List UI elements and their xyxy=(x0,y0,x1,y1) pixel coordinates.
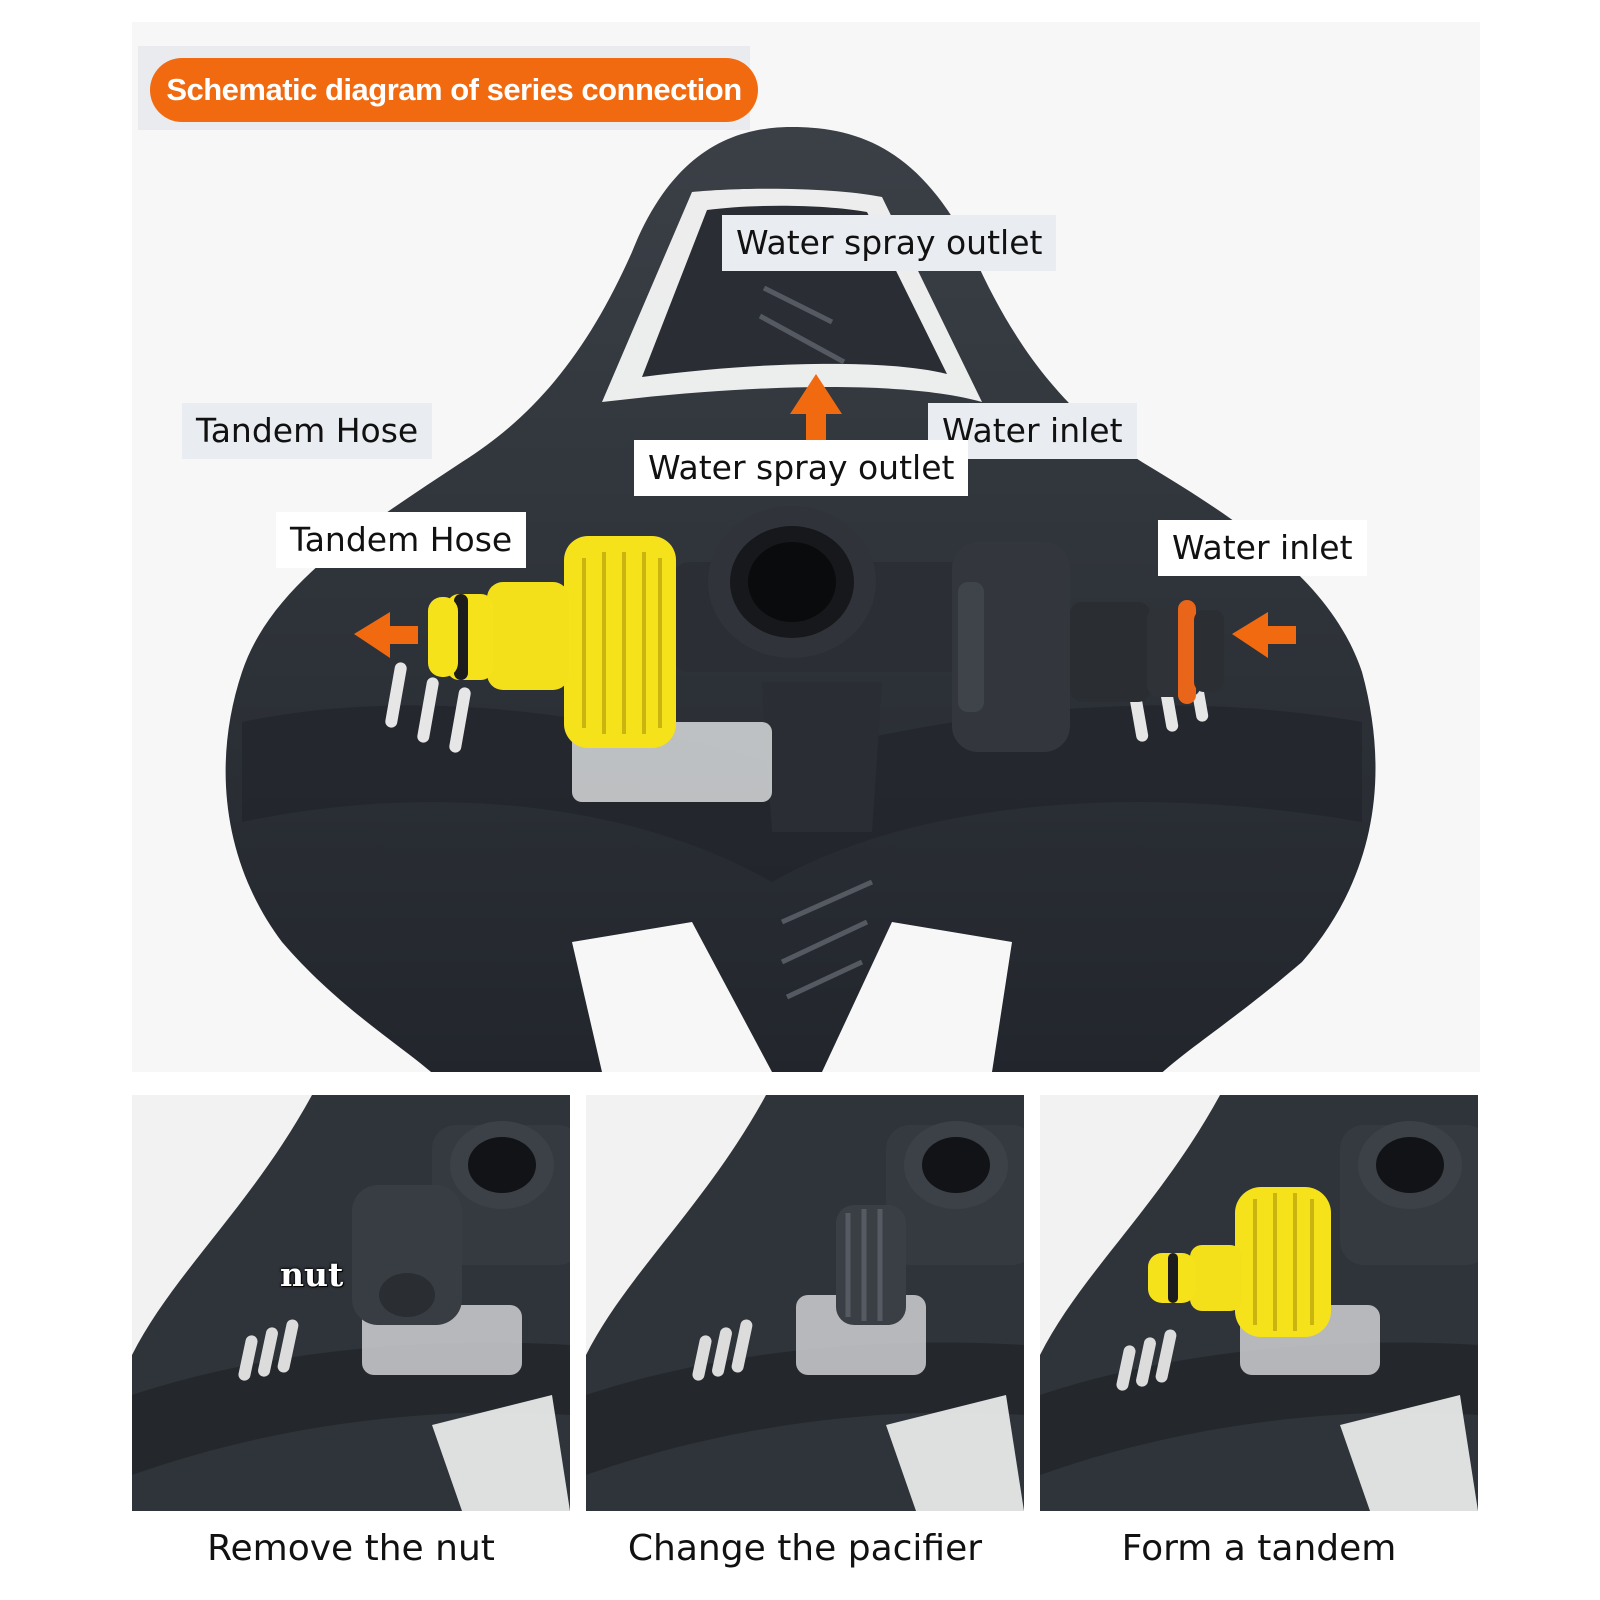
arrow-left-icon xyxy=(354,612,418,658)
arrow-left-icon xyxy=(1232,612,1296,658)
yellow-nut xyxy=(564,536,676,748)
label-water-spray-outlet-top: Water spray outlet xyxy=(722,215,1057,271)
label-water-inlet-lower: Water inlet xyxy=(1158,520,1367,576)
caption-step-1: Remove the nut xyxy=(207,1528,495,1569)
yellow-connector xyxy=(487,582,569,690)
sprinkler-base-illustration xyxy=(225,127,1376,1072)
step-panel-change-pacifier xyxy=(586,1095,1024,1511)
nut-callout: nut xyxy=(280,1255,344,1294)
label-tandem-hose-upper: Tandem Hose xyxy=(182,403,433,459)
arrow-up-icon xyxy=(790,374,842,454)
main-diagram: Schematic diagram of series connection W… xyxy=(132,22,1480,1072)
label-water-inlet-upper: Water inlet xyxy=(928,403,1137,459)
step-2-illustration xyxy=(586,1095,1024,1511)
step-panel-form-tandem xyxy=(1040,1095,1478,1511)
label-water-spray-outlet-center: Water spray outlet xyxy=(634,440,969,496)
label-tandem-hose-lower: Tandem Hose xyxy=(276,512,527,568)
ridge-marks xyxy=(758,285,874,1000)
right-connector xyxy=(1070,602,1150,702)
diagram-title: Schematic diagram of series connection xyxy=(150,58,758,122)
caption-step-2: Change the pacifier xyxy=(627,1528,983,1569)
orange-oring xyxy=(1178,600,1196,704)
step-panel-remove-nut: nut xyxy=(132,1095,570,1511)
bottom-window xyxy=(572,922,772,1072)
caption-step-3: Form a tandem xyxy=(1121,1528,1397,1569)
step-1-illustration xyxy=(132,1095,570,1511)
step-3-illustration xyxy=(1040,1095,1478,1511)
